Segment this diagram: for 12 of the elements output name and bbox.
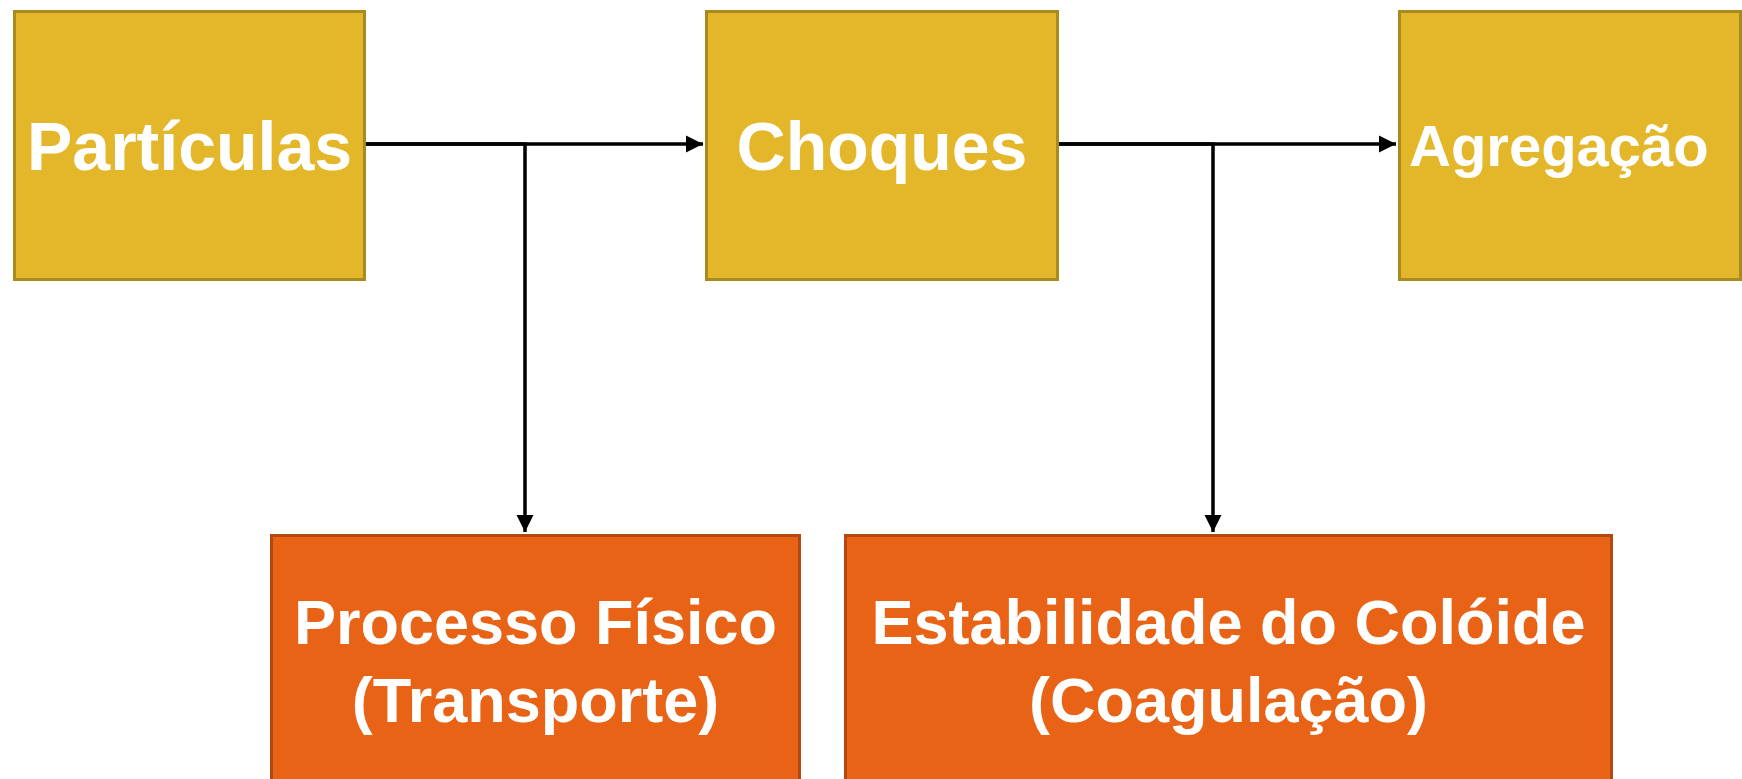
process-box: [270, 534, 801, 779]
process-box: [844, 534, 1613, 779]
arrow: [366, 142, 534, 532]
box-label: Partículas: [26, 106, 353, 185]
box-label: Agregação: [1409, 112, 1709, 179]
process-box: [705, 10, 1059, 281]
box-label: Estabilidade do Colóide (Coagulação): [870, 586, 1587, 738]
process-box: [1398, 10, 1742, 281]
arrow: [1059, 142, 1222, 532]
process-box: [13, 10, 366, 281]
box-label: Processo Físico (Transporte): [292, 586, 779, 738]
box-label: Choques: [736, 106, 1028, 185]
